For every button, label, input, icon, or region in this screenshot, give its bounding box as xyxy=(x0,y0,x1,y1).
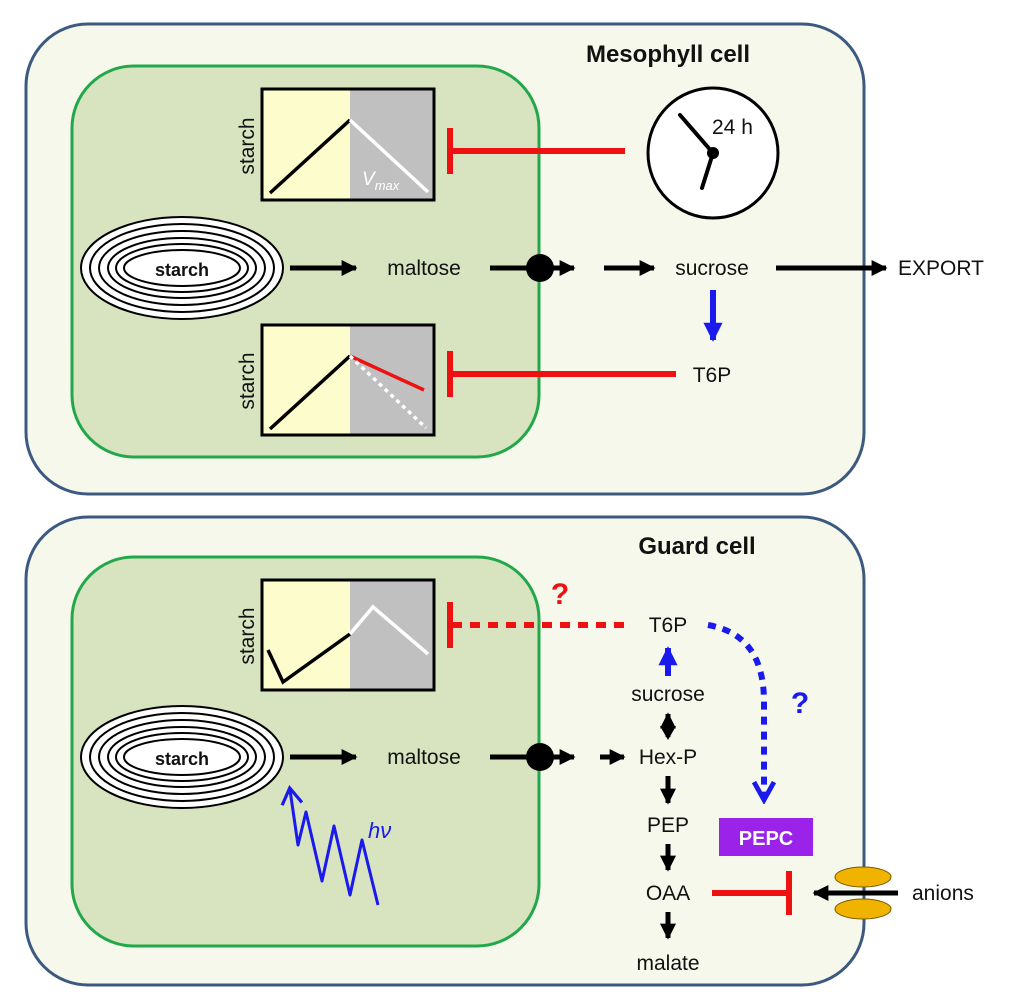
starch-granule-label: starch xyxy=(155,260,209,280)
starch-granule-guard: starch xyxy=(80,705,284,809)
guard-starch-plot: starch xyxy=(236,578,436,692)
pepc-label: PEPC xyxy=(739,828,793,850)
question-mark-red: ? xyxy=(551,578,569,611)
light-label: hν xyxy=(368,818,391,843)
mesophyll-starch-plot-top: Vmax starch xyxy=(236,87,436,202)
starch-granule-label: starch xyxy=(155,749,209,769)
t6p-putative-inhibition xyxy=(447,602,624,648)
t6p-label-guard: T6P xyxy=(649,614,688,637)
clock-label: 24 h xyxy=(712,116,753,139)
oaa-inhibition xyxy=(712,871,792,915)
plot-y-axis-label: starch xyxy=(236,352,259,409)
hexp-label: Hex-P xyxy=(639,746,697,769)
starch-slowed-degradation-line xyxy=(349,354,425,392)
starch-granule-mesophyll: starch xyxy=(80,216,284,320)
sucrose-label-mesophyll: sucrose xyxy=(675,257,749,280)
maltose-transporter xyxy=(526,743,554,771)
guard-cell: Guard cell starch ? starch xyxy=(24,515,974,987)
starch-normal-degradation-line xyxy=(348,354,428,430)
arrow-sucrose-to-hexp-head xyxy=(660,726,676,740)
t6p-label-mesophyll: T6P xyxy=(693,364,732,387)
starch-accumulation-line xyxy=(268,354,352,431)
sucrose-label-guard: sucrose xyxy=(631,683,705,706)
maltose-label-guard: maltose xyxy=(387,746,461,769)
pepc-enzyme-box xyxy=(719,818,813,856)
starch-night-line xyxy=(348,604,430,656)
clock-icon: 24 h xyxy=(646,86,780,220)
oaa-label: OAA xyxy=(646,882,690,905)
starch-accumulation-line xyxy=(268,118,352,195)
pep-label: PEP xyxy=(647,814,689,837)
mesophyll-cell: Mesophyll cell Vmax starch 24 h xyxy=(24,22,984,496)
plot-y-axis-label: starch xyxy=(236,607,259,664)
plot-y-axis-label: starch xyxy=(236,117,259,174)
export-label: EXPORT xyxy=(898,257,984,280)
starch-degradation-line xyxy=(348,118,430,194)
mesophyll-cell-title: Mesophyll cell xyxy=(586,41,750,68)
starch-day-line xyxy=(266,632,352,685)
mesophyll-starch-plot-bottom: starch xyxy=(236,323,436,437)
vmax-label: Vmax xyxy=(362,169,400,193)
guard-cell-title: Guard cell xyxy=(638,533,755,560)
maltose-label: maltose xyxy=(387,257,461,280)
t6p-inhibition xyxy=(447,351,676,397)
anion-channel-icon xyxy=(834,866,892,920)
question-mark-blue: ? xyxy=(791,687,809,720)
malate-label: malate xyxy=(636,952,699,975)
clock-inhibition xyxy=(447,128,625,174)
maltose-transporter xyxy=(526,254,554,282)
anions-label: anions xyxy=(912,882,974,905)
light-wave-icon xyxy=(280,785,380,906)
